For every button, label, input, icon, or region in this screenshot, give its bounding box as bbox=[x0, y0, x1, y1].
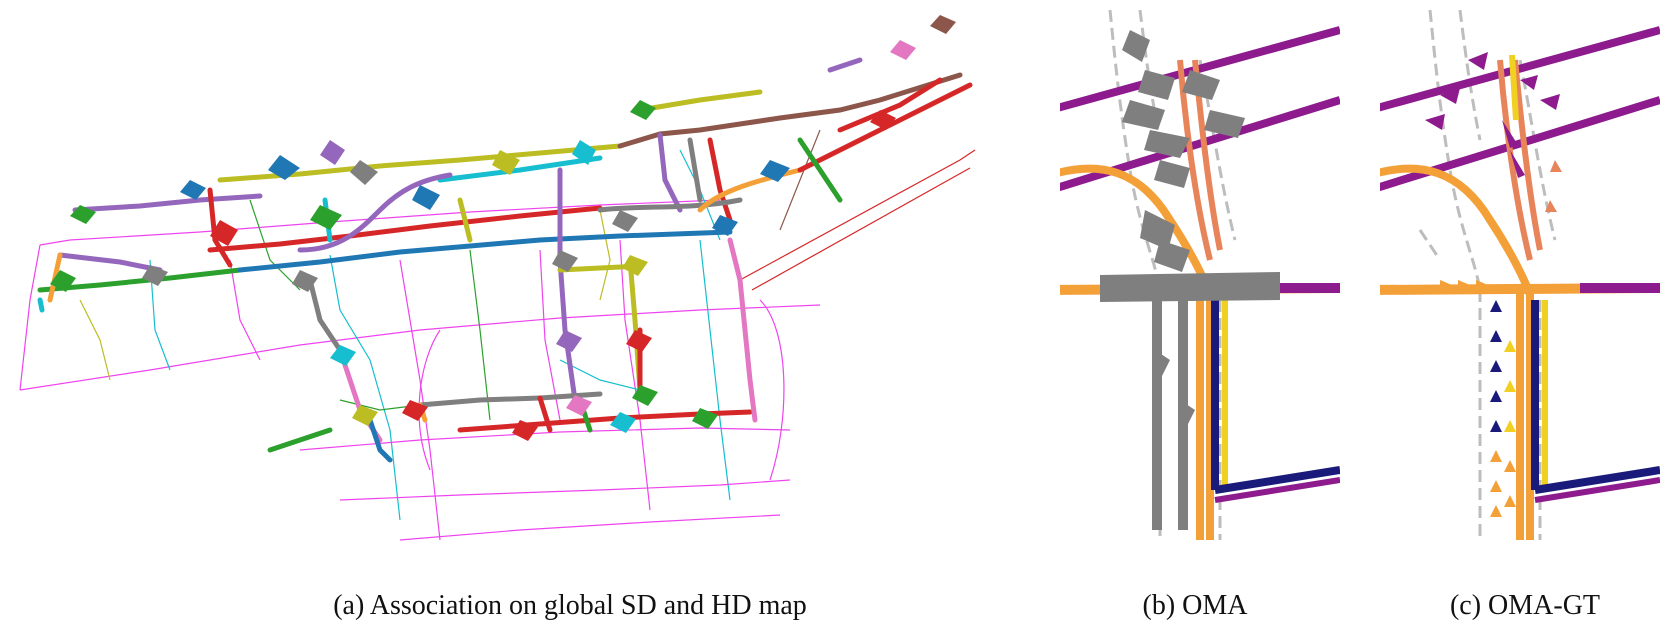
ground-truth-associations bbox=[1425, 52, 1562, 517]
global-association-map bbox=[19, 15, 976, 541]
caption-oma: (b) OMA bbox=[1142, 590, 1248, 621]
oma-panel bbox=[1060, 0, 1340, 560]
oma-gt-panel bbox=[1380, 0, 1660, 560]
hd-map-associations bbox=[37, 57, 973, 463]
oma-gt-intersection-map bbox=[1380, 9, 1660, 540]
predicted-associations bbox=[1100, 30, 1280, 530]
association-spikes bbox=[50, 15, 956, 441]
caption-association-map: (a) Association on global SD and HD map bbox=[333, 590, 807, 621]
dashed-lane-boundaries-gt bbox=[1418, 9, 1557, 540]
hd-lanes-gt bbox=[1380, 26, 1660, 540]
oma-intersection-map bbox=[1060, 9, 1340, 540]
caption-oma-gt: (c) OMA-GT bbox=[1449, 590, 1601, 621]
global-map-panel bbox=[19, 15, 976, 541]
